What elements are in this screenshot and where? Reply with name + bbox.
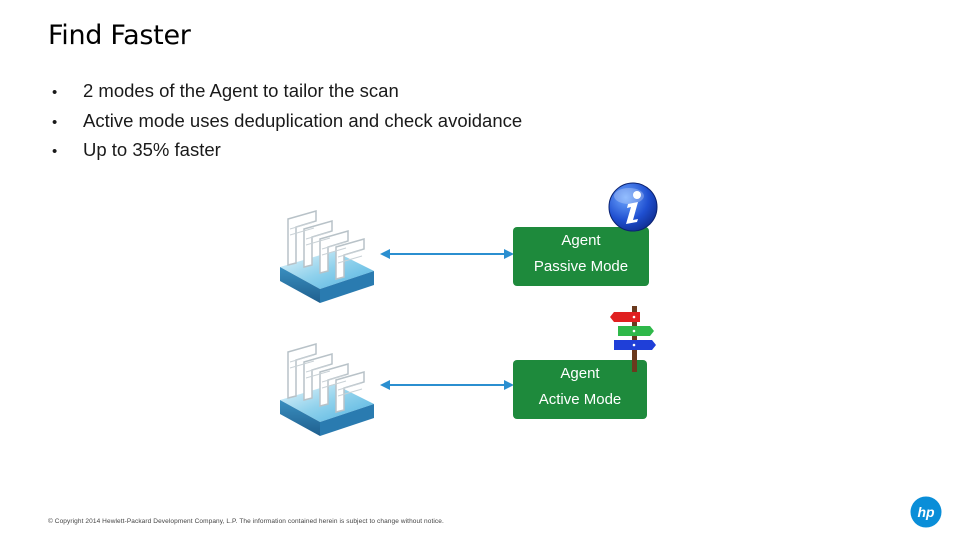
server-icon [276,205,378,311]
double-arrow-icon [380,378,514,392]
bullet-item: •Active mode uses deduplication and chec… [52,107,522,137]
bullet-dot: • [52,138,83,166]
bullet-text: 2 modes of the Agent to tailor the scan [83,80,399,101]
bullet-dot: • [52,79,83,107]
agent-passive-mode-box: Agent Passive Mode [513,227,649,286]
bullet-item: •Up to 35% faster [52,136,522,166]
double-arrow-icon [380,247,514,261]
hp-logo: hp [910,496,942,528]
info-icon [604,182,662,234]
bullet-list: •2 modes of the Agent to tailor the scan… [52,77,522,166]
bullet-dot: • [52,109,83,137]
bullet-text: Active mode uses deduplication and check… [83,110,522,131]
mode-label: Active Mode [513,387,647,413]
signpost-icon [610,306,658,372]
copyright-footer: © Copyright 2014 Hewlett-Packard Develop… [48,518,444,525]
slide-title: Find Faster [48,20,191,51]
hp-logo-text: hp [917,504,935,520]
server-icon [276,338,378,444]
bullet-text: Up to 35% faster [83,139,221,160]
bullet-item: •2 modes of the Agent to tailor the scan [52,77,522,107]
mode-label: Passive Mode [513,254,649,280]
